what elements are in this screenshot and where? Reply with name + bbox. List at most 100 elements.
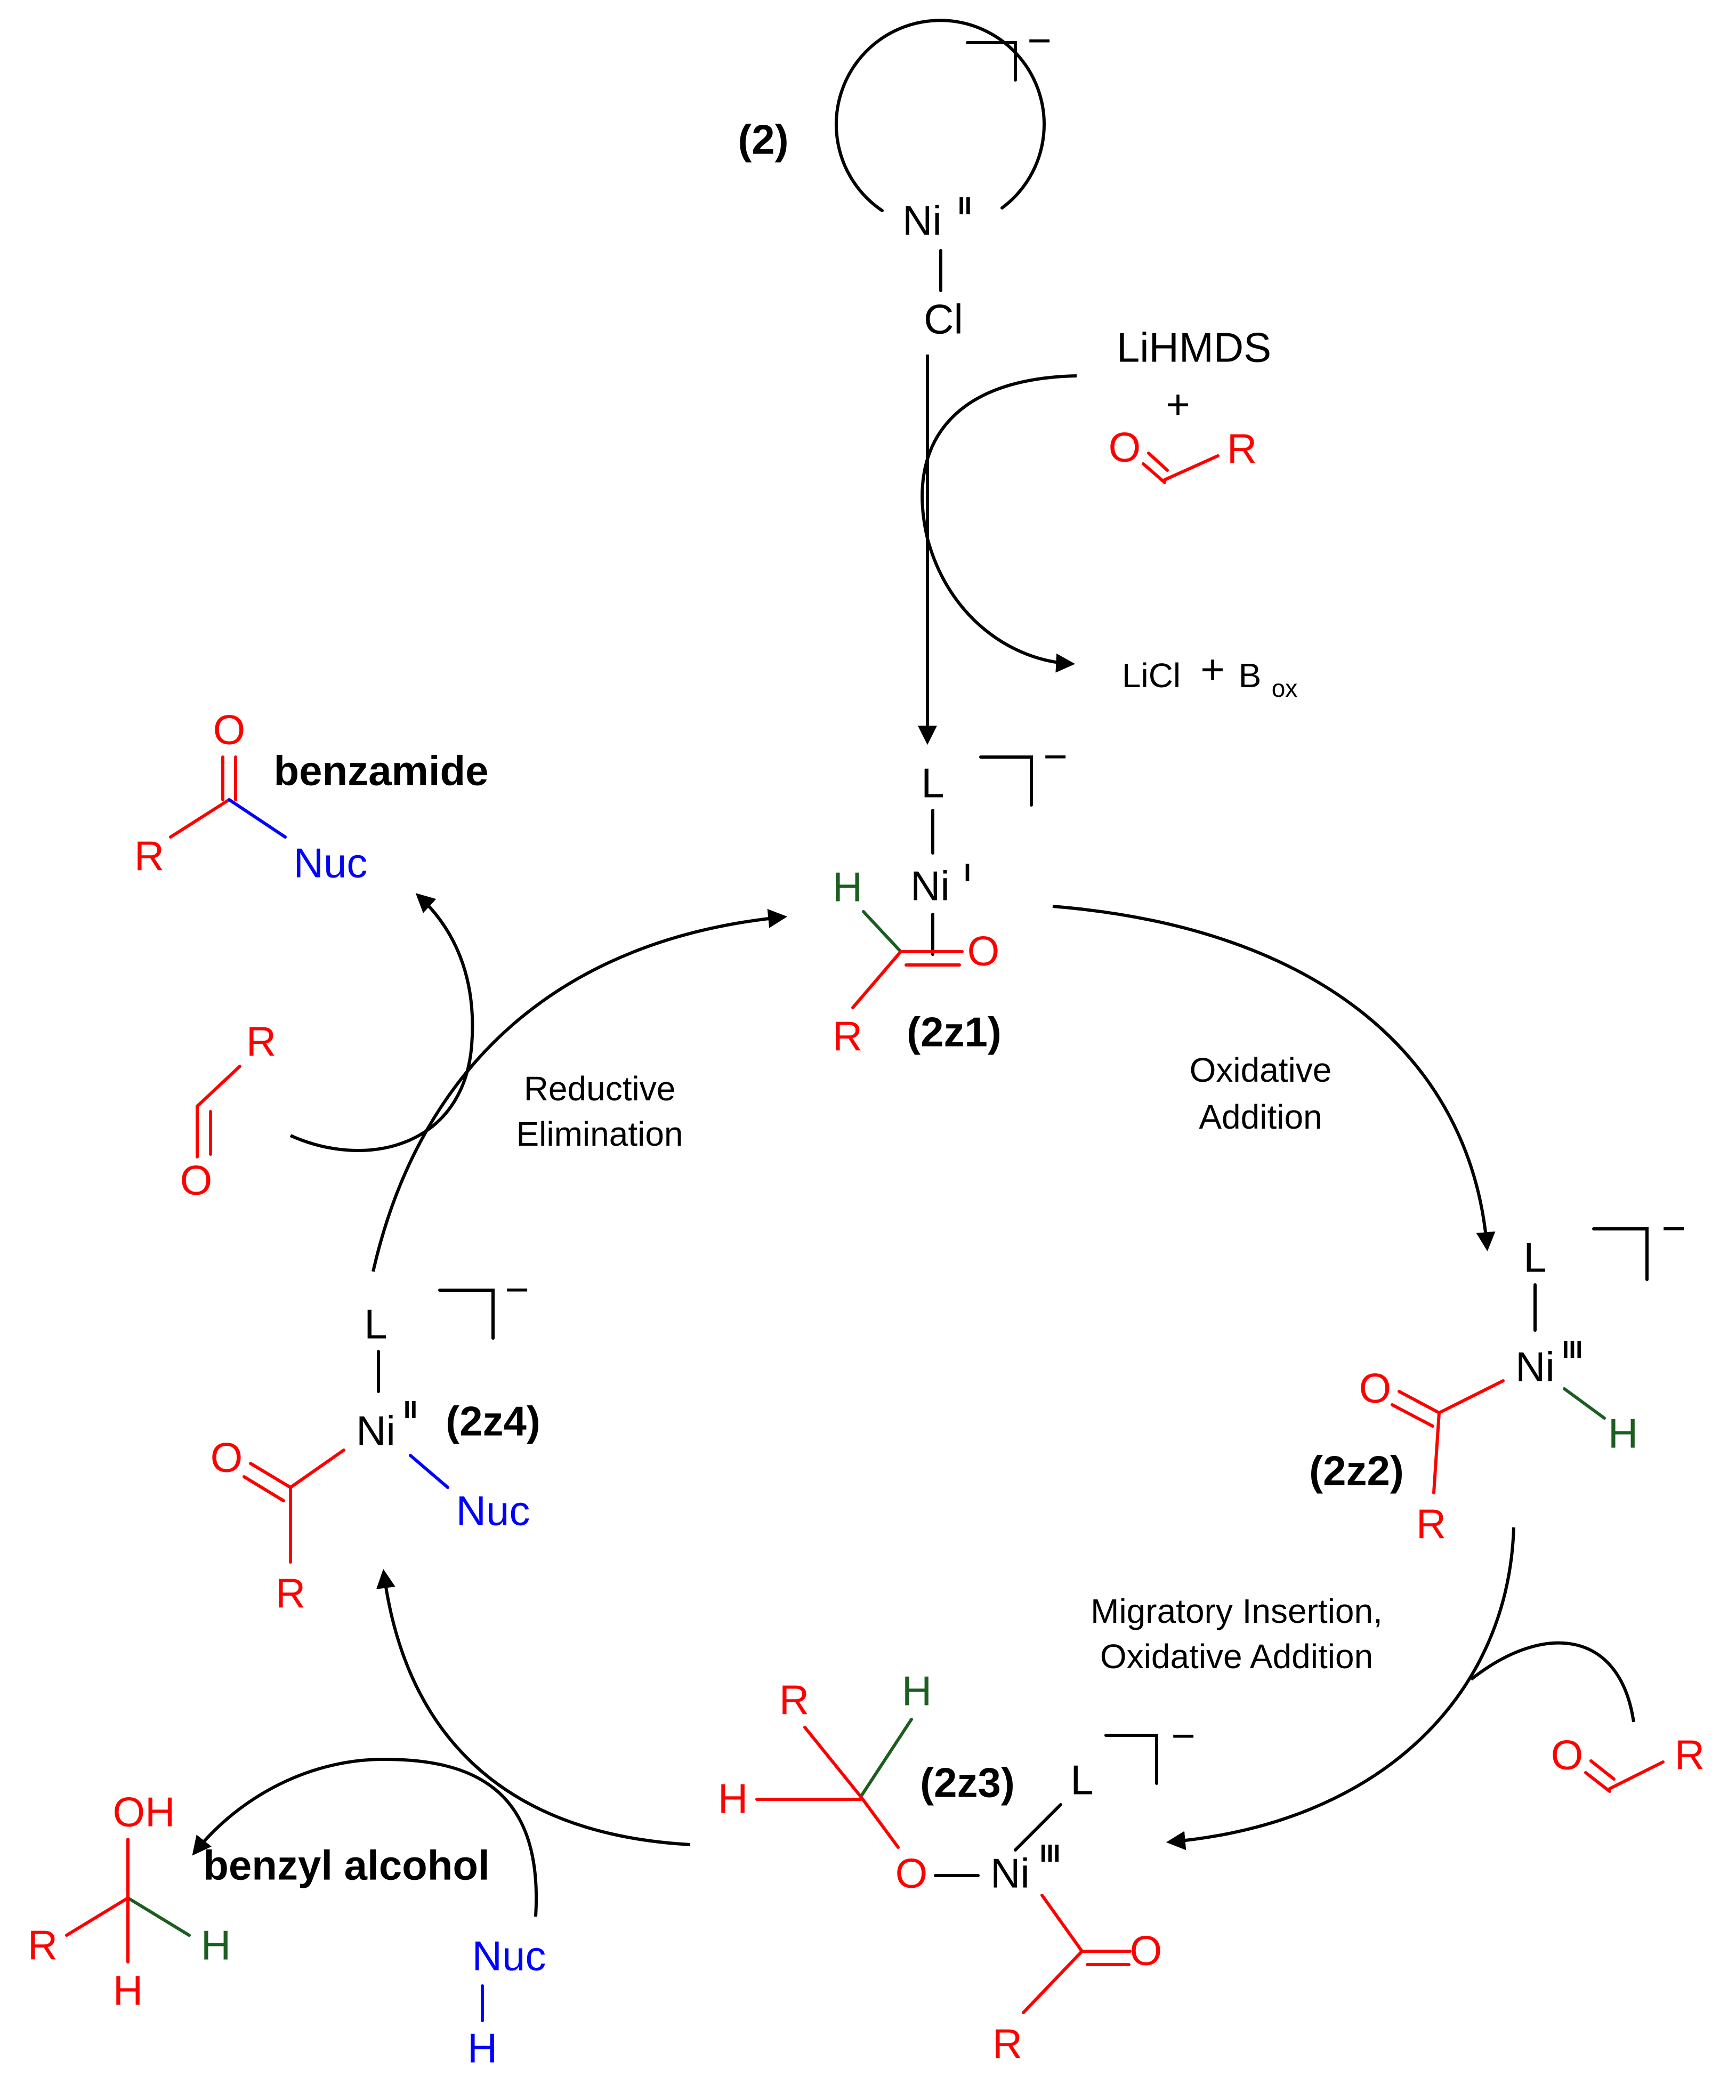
atom-ni: Ni [1515, 1343, 1555, 1390]
atom-nuc: Nuc [294, 840, 368, 887]
atom-r: R [246, 1018, 276, 1065]
ni-h-bond [1563, 1387, 1606, 1420]
reagent-curved-arrow [1470, 1641, 1635, 1723]
cycle-arrows [372, 905, 1515, 1850]
alcohol-release-arrow [192, 1757, 538, 1917]
ni-acyl-bond [1438, 1379, 1505, 1414]
oxidation-state: I [964, 858, 971, 886]
anion-bracket [438, 1289, 495, 1340]
c-o-double-bond [1142, 462, 1166, 484]
l-ni-bond [1014, 1803, 1062, 1852]
c-o-double-bond-2 [243, 1475, 285, 1502]
c-o-double-bond-2 [1589, 1759, 1616, 1781]
ni-acyl-bond [289, 1449, 345, 1489]
amide-release-arrow [289, 893, 474, 1152]
atom-h: H [718, 1775, 748, 1822]
c-r-bond [1163, 454, 1220, 481]
anion-bracket [1104, 1734, 1158, 1785]
atom-h: H [467, 2025, 497, 2072]
c-r-bond [1608, 1760, 1665, 1790]
atom-r: R [28, 1922, 58, 1969]
c-h-bond [862, 910, 902, 953]
c-o-double-bond-2 [1391, 1403, 1434, 1428]
atom-o: O [1109, 424, 1141, 471]
step-label-migratory-insertion: Migratory Insertion, [1091, 1592, 1383, 1630]
plus-sign: + [1200, 646, 1225, 693]
atom-o: O [895, 1850, 928, 1897]
precatalyst-2: − (2) Ni II Cl [738, 17, 1051, 343]
oxidation-state: II [403, 1396, 417, 1423]
c-o-bond [859, 1795, 900, 1849]
atom-r: R [992, 2021, 1022, 2067]
c-h-bond [126, 1896, 191, 1937]
benzyl-alcohol-branch: OH benzyl alcohol R H H Nuc H [28, 1757, 546, 2072]
atom-r: R [1416, 1501, 1446, 1548]
step-label-migratory-insertion: Oxidative Addition [1100, 1637, 1373, 1676]
step-label-reductive-elimination: Reductive [524, 1069, 676, 1108]
atom-l: L [1070, 1757, 1093, 1804]
atom-ni: Ni [910, 863, 950, 910]
atom-ni: Ni [902, 197, 942, 244]
c-r-bond [1432, 1411, 1441, 1494]
atom-r: R [276, 1570, 305, 1617]
atom-r: R [1675, 1732, 1705, 1779]
atom-oh: OH [113, 1789, 175, 1836]
atom-o: O [1130, 1927, 1162, 1974]
intermediate-2z2: L − Ni III H O R (2z2) [1309, 1205, 1686, 1548]
atom-l: L [1523, 1234, 1546, 1281]
oxidation-state: II [958, 192, 972, 220]
anion-bracket [966, 41, 1017, 82]
step-label-oxidative-addition: Oxidative [1190, 1051, 1332, 1089]
reagent-lihmds: LiHMDS [1117, 324, 1271, 371]
atom-o: O [1359, 1365, 1392, 1412]
aldehyde-reagent: O R [1109, 424, 1257, 484]
atom-ni: Ni [356, 1407, 395, 1454]
compound-label-2z2: (2z2) [1309, 1447, 1404, 1494]
product-label-benzamide: benzamide [273, 747, 488, 794]
atom-o: O [1551, 1732, 1584, 1779]
atom-h: H [902, 1668, 932, 1715]
byproduct-licl: LiCl [1122, 656, 1181, 695]
intermediate-2z1: L − Ni I H O R (2z1) [833, 733, 1068, 1060]
c-r-bond [851, 950, 902, 1009]
c-h-bond [859, 1718, 913, 1798]
charge-minus: − [505, 1266, 529, 1313]
ni-acyl-bond [1040, 1894, 1084, 1953]
atom-r: R [134, 833, 164, 880]
step-label-reductive-elimination: Elimination [516, 1115, 683, 1153]
plus-sign: + [1166, 381, 1190, 428]
arrow-2z4-to-2z1 [372, 908, 788, 1272]
atom-r: R [833, 1013, 862, 1060]
byproduct-b: B [1239, 656, 1262, 695]
c-o-double-bond [249, 1462, 292, 1489]
c-o-double-bond [1584, 1771, 1611, 1793]
charge-minus: − [1661, 1205, 1686, 1252]
atom-nuc: Nuc [472, 1933, 546, 1980]
compound-label-2z4: (2z4) [446, 1398, 540, 1445]
atom-o: O [180, 1157, 213, 1204]
atom-r: R [1227, 425, 1257, 472]
product-label-benzyl-alcohol: benzyl alcohol [203, 1842, 489, 1889]
c-r-bond [169, 798, 231, 839]
oxidation-state: III [1040, 1839, 1060, 1867]
activation-step: LiHMDS + O R LiCl + B ox [918, 324, 1298, 745]
reagent-curved-arrow [921, 374, 1077, 673]
arrow-2z1-to-2z2 [1052, 905, 1496, 1252]
c-r-bond [803, 1726, 862, 1798]
atom-o: O [213, 706, 246, 753]
c-o-double-bond [1398, 1390, 1441, 1414]
arrow-2z3-to-2z4 [376, 1568, 691, 1846]
c-r-bond [196, 1065, 241, 1108]
intermediate-2z3: R H H O Ni III L − (2z3) O R [718, 1668, 1196, 2067]
atom-l: L [364, 1301, 387, 1348]
anion-bracket [1592, 1227, 1649, 1281]
compound-label-2z1: (2z1) [907, 1009, 1002, 1056]
atom-o: O [967, 928, 1000, 975]
atom-l: L [921, 760, 944, 807]
atom-cl: Cl [924, 296, 963, 343]
byproduct-b-subscript: ox [1272, 674, 1298, 702]
atom-o: O [211, 1434, 243, 1481]
atom-r: R [779, 1677, 809, 1724]
atom-h: H [833, 864, 862, 911]
anion-bracket [979, 755, 1033, 807]
